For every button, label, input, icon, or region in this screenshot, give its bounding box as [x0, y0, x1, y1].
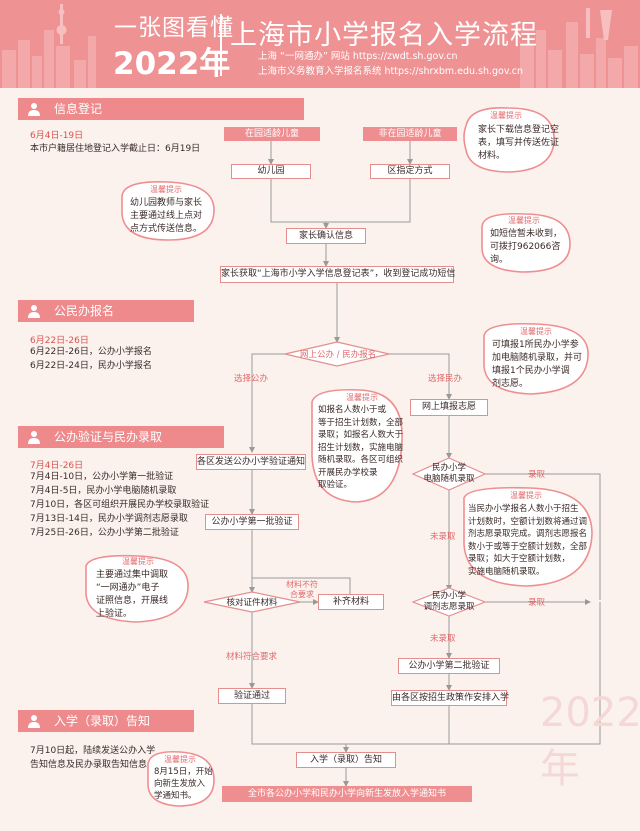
person-icon [28, 431, 40, 444]
header-website-line[interactable]: 上海 “一网通办” 网站 https://zwdt.sh.gov.cn [258, 51, 458, 62]
section-title: 公民办报名 [54, 304, 115, 318]
flow-supplement: 补齐材料 [318, 594, 384, 610]
tip-title: 温馨提示 [508, 216, 540, 225]
flow-non-school-age: 非在园适龄儿童 [363, 127, 457, 141]
section-line: 6月22日-26日，公办小学报名 [30, 347, 152, 357]
flow-notify-verify: 各区发送公办小学验证通知 [196, 454, 306, 470]
tip-bubble-5 [311, 388, 403, 503]
section-title: 信息登记 [54, 102, 103, 116]
diamond-online-apply [284, 341, 390, 367]
header-divider [220, 14, 222, 76]
header-system-line[interactable]: 上海市义务教育入学报名系统 https://shrxbm.edu.sh.gov.… [258, 66, 524, 77]
flow-second-verify: 公办小学第二批验证 [398, 658, 500, 674]
tip-text-7: 主要通过集中调取“一网通办”电子证照信息，开展线上验证。 [96, 570, 169, 619]
tip-bubble-8 [147, 750, 215, 807]
tip-text-4: 可填报1所民办小学参加电脑随机录取，并可填报1个民办小学调剂志愿。 [492, 340, 583, 389]
year-watermark: 2022年 [540, 690, 640, 792]
flow-not-admitted-label-2: 未录取 [430, 634, 456, 644]
section-date: 6月4日-19日 [30, 131, 84, 141]
diamond-private-adjust [411, 587, 487, 617]
person-icon [28, 103, 40, 116]
section-line: 7月4日-5日，民办小学电脑随机录取 [30, 486, 177, 496]
flow-not-admitted-label: 未录取 [430, 532, 456, 542]
flow-district-way: 区指定方式 [370, 164, 450, 179]
section-text: 本市户籍居住地登记入学截止日：6月19日 [30, 144, 201, 154]
section-line: 7月4日-10日，公办小学第一批验证 [30, 472, 174, 482]
flow-kindergarten: 幼儿园 [231, 164, 311, 179]
header-subtitle: 一张图看懂 [114, 15, 234, 41]
header-year: 2022年 [113, 46, 231, 82]
diamond-check-docs [203, 591, 301, 613]
tip-text-2: 幼儿园教师与家长主要通过线上点对点方式传送信息。 [130, 198, 203, 234]
person-icon [28, 715, 40, 728]
tip-title: 温馨提示 [510, 491, 542, 500]
tip-bubble-4 [483, 322, 589, 395]
tip-text-5: 如报名人数小于或等于招生计划数，全部录取；如报名人数大于招生计划数，实施电脑随机… [318, 405, 404, 490]
section-line: 7月25日-26日，公办小学第二批验证 [30, 528, 179, 538]
tip-text-3: 如短信暂未收到，可拨打962066咨询。 [490, 229, 563, 265]
tip-text-6: 当民办小学报名人数小于招生计划数时，空额计划数将通过调剂志愿录取完成。调剂志愿报… [468, 504, 588, 577]
tip-title: 温馨提示 [490, 111, 522, 120]
section-title: 入学（录取）告知 [54, 714, 151, 728]
flow-docs-ok: 材料符合要求 [226, 652, 278, 662]
tip-bubble-3 [481, 212, 571, 273]
tip-title: 温馨提示 [346, 393, 378, 402]
flow-verify-passed: 验证通过 [218, 688, 286, 704]
flow-parent-confirm: 家长确认信息 [286, 228, 366, 244]
flow-fill-wish: 网上填报志愿 [410, 399, 488, 416]
flow-get-form: 家长获取“上海市小学入学信息登记表”，收到登记成功短信 [220, 266, 455, 283]
tip-title: 温馨提示 [520, 327, 552, 336]
flow-private-random: 民办小学 电脑随机录取 [423, 463, 475, 484]
section-date: 6月22日-26日 [30, 336, 89, 346]
section-header-verify: 公办验证与民办录取 [18, 426, 224, 448]
flow-private-adjust: 民办小学 调剂志愿录取 [423, 591, 475, 612]
tip-bubble-6 [463, 486, 593, 587]
tip-title: 温馨提示 [150, 185, 182, 194]
tip-text-1: 家长下载信息登记空表，填写并传送佐证材料。 [478, 125, 560, 161]
flow-online-apply: 网上公办 / 民办报名 [300, 350, 377, 360]
flow-choose-public: 选择公办 [234, 374, 269, 384]
section-line: 7月13日-14日，民办小学调剂志愿录取 [30, 514, 188, 524]
flow-admitted-label-2: 录取 [528, 598, 546, 608]
flow-check-docs: 核对证件材料 [226, 598, 278, 608]
person-icon [28, 305, 40, 318]
city-skyline-icon [2, 4, 638, 88]
section-line: 7月10日起，陆续发送公办入学 [30, 746, 156, 756]
flow-final: 全市各公办小学和民办小学向新生发放入学通知书 [222, 786, 472, 802]
section-line: 7月10日，各区可组织开展民办学校录取验证 [30, 500, 210, 510]
flow-district-arrange: 由各区按招生政策作安排入学 [391, 690, 509, 706]
page-title: 上海市小学报名入学流程 [230, 20, 538, 51]
tip-title: 温馨提示 [122, 557, 154, 566]
section-title: 公办验证与民办录取 [54, 430, 163, 444]
diamond-private-random [411, 457, 487, 491]
flow-admitted-label: 录取 [528, 470, 546, 480]
flow-choose-private: 选择民办 [428, 374, 463, 384]
section-date: 7月4日-26日 [30, 461, 84, 471]
section-header-notice: 入学（录取）告知 [18, 710, 194, 732]
section-header-registration: 信息登记 [18, 98, 304, 120]
flow-notice: 入学（录取）告知 [296, 752, 396, 768]
tip-bubble-7 [85, 554, 189, 623]
flow-docs-bad: 材料不符 合要求 [286, 580, 318, 599]
tip-text-8: 8月15日，开始向新生发放入学通知书。 [154, 767, 213, 801]
section-line: 告知信息及民办录取告知信息 [30, 760, 148, 770]
tip-bubble-2 [121, 180, 215, 241]
section-line: 6月22日-24日，民办小学报名 [30, 361, 152, 371]
section-header-apply: 公民办报名 [18, 300, 194, 322]
header-banner: 一张图看懂 2022年 上海市小学报名入学流程 上海 “一网通办” 网站 htt… [0, 0, 640, 88]
tip-bubble-1 [463, 107, 555, 173]
tip-title: 温馨提示 [164, 755, 196, 764]
flow-school-age: 在园适龄儿童 [224, 127, 320, 141]
flow-first-verify: 公办小学第一批验证 [205, 514, 299, 530]
